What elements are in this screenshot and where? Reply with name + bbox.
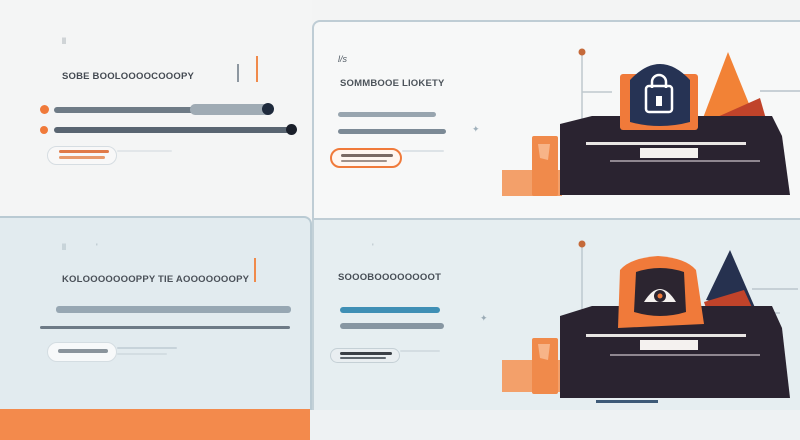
- slider-handle[interactable]: [262, 103, 274, 115]
- card-heading: SOMMBOOE LIOKETY: [340, 78, 445, 89]
- button-label-line: [340, 352, 392, 355]
- progress-bar: [56, 306, 291, 313]
- card-heading: SOBE BOOLOOOOCOOOPY: [62, 71, 195, 82]
- card-small-label: ll: [62, 36, 66, 46]
- server-lock-illustration: [502, 48, 800, 196]
- card-small-label: l/s: [338, 54, 347, 64]
- action-button[interactable]: [330, 148, 402, 168]
- marker: ': [96, 242, 98, 252]
- divider: [237, 64, 239, 82]
- sparkle-icon: ✦: [472, 124, 480, 134]
- radio-dot[interactable]: [40, 105, 49, 114]
- footer-accent: [0, 409, 310, 440]
- button-label-line: [59, 156, 105, 159]
- fade-line: [117, 353, 167, 355]
- card-heading: KOLOOOOOOOPPY TIE AOOOOOOOPY: [62, 274, 250, 285]
- text-line: [340, 323, 444, 329]
- button-label-line: [59, 150, 109, 153]
- text-line: [338, 129, 446, 134]
- card-heading: SOOOBOOOOOOOOT: [338, 272, 442, 283]
- slider-handle[interactable]: [286, 124, 297, 135]
- card-bottom-left: [0, 216, 312, 410]
- sparkle-icon: ✦: [480, 313, 488, 323]
- text-line: [340, 307, 440, 313]
- fade-line: [117, 347, 177, 349]
- slider-track[interactable]: [190, 104, 272, 115]
- radio-dot[interactable]: [40, 126, 48, 134]
- fade-line: [402, 150, 444, 152]
- action-button[interactable]: [330, 348, 400, 363]
- progress-bar: [54, 107, 194, 113]
- card-small-label: ll: [62, 242, 66, 252]
- divider-accent: [256, 56, 258, 82]
- button-label-line: [341, 154, 393, 157]
- progress-bar: [40, 326, 290, 329]
- server-camera-illustration: [502, 240, 798, 403]
- fade-line: [117, 150, 172, 152]
- fade-line: [400, 350, 440, 352]
- divider-accent: [254, 258, 256, 282]
- text-line: [338, 112, 436, 117]
- marker: ': [372, 242, 374, 252]
- button-label-line: [58, 349, 108, 353]
- button-label-line: [340, 357, 386, 359]
- button-label-line: [341, 160, 387, 162]
- progress-bar: [54, 127, 290, 133]
